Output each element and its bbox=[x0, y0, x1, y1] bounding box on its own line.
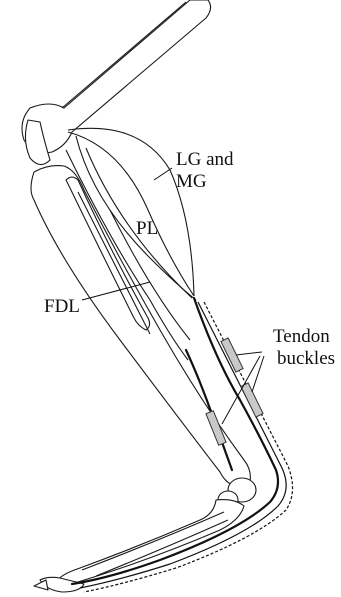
foot-bones bbox=[34, 500, 244, 592]
label-tendon-buckles-line1: Tendon bbox=[273, 326, 330, 347]
tendon-paths bbox=[72, 298, 293, 592]
label-lg-and-mg-line1: LG and bbox=[176, 149, 234, 170]
label-tendon-buckles-line2: buckles bbox=[277, 348, 335, 369]
leader-buckle-1 bbox=[236, 352, 262, 355]
leader-lg-mg bbox=[154, 168, 172, 180]
label-fdl: FDL bbox=[44, 296, 80, 317]
femur bbox=[22, 0, 211, 153]
label-lg-and-mg-line2: MG bbox=[176, 171, 207, 192]
label-pl: PL bbox=[136, 218, 158, 239]
leader-buckle-2 bbox=[252, 356, 264, 392]
